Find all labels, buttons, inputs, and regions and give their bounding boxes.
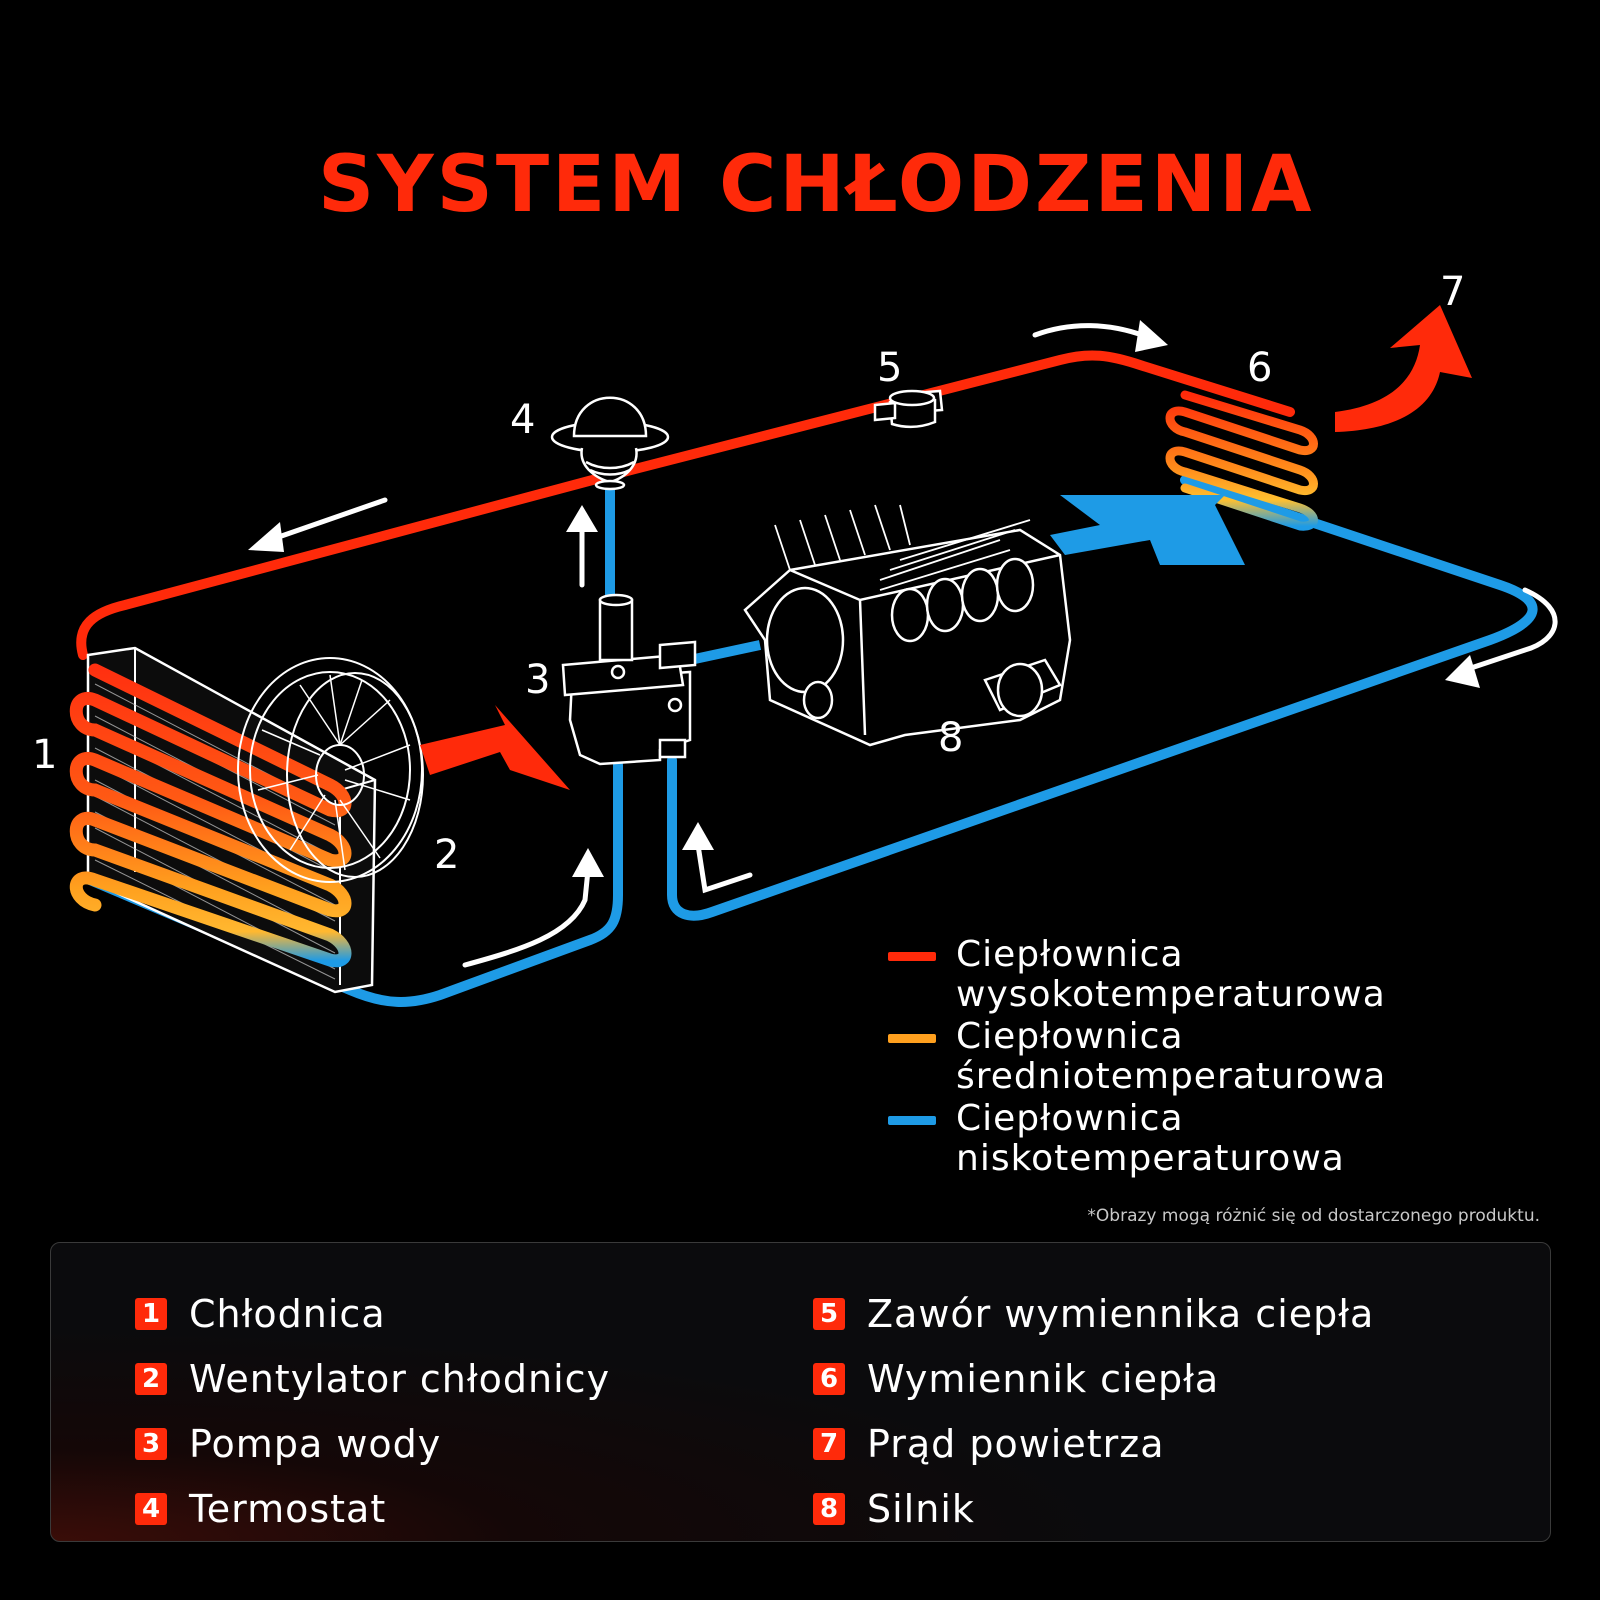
flow-arrowheads (248, 320, 1480, 877)
label-3: 3 (525, 657, 551, 703)
label-8: 8 (938, 715, 964, 761)
legend: Ciepłownica wysokotemperaturowa Ciepłown… (888, 935, 1578, 1181)
hot-pipe (76, 350, 1295, 660)
parts-panel: 1 Chłodnica 2 Wentylator chłodnicy 3 Pom… (50, 1242, 1551, 1542)
part-label: Wentylator chłodnicy (189, 1356, 611, 1401)
part-number-badge: 5 (813, 1297, 845, 1330)
part-item: 6 Wymiennik ciepła (813, 1346, 1374, 1411)
part-label: Termostat (189, 1486, 387, 1531)
legend-label-line2: niskotemperaturowa (956, 1138, 1345, 1179)
radiator (69, 646, 377, 994)
part-label: Zawór wymiennika ciepła (867, 1291, 1375, 1336)
legend-item-medium: Ciepłownica średniotemperaturowa (888, 1017, 1578, 1097)
part-number-badge: 6 (813, 1362, 845, 1395)
part-label: Chłodnica (189, 1291, 386, 1336)
cold-pipe-pump-engine (688, 640, 762, 665)
label-6: 6 (1247, 345, 1273, 391)
part-number-badge: 8 (813, 1492, 845, 1525)
legend-label-line1: Ciepłownica (956, 1016, 1184, 1057)
part-label: Silnik (867, 1486, 975, 1531)
part-label: Wymiennik ciepła (867, 1356, 1220, 1401)
part-number-badge: 4 (135, 1492, 167, 1525)
parts-column-left: 1 Chłodnica 2 Wentylator chłodnicy 3 Pom… (135, 1281, 610, 1541)
part-number-badge: 3 (135, 1427, 167, 1460)
label-5: 5 (877, 345, 903, 391)
legend-label-line1: Ciepłownica (956, 1098, 1184, 1139)
parts-column-right: 5 Zawór wymiennika ciepła 6 Wymiennik ci… (813, 1281, 1374, 1541)
water-pump (561, 593, 697, 766)
legend-label-line2: średniotemperaturowa (956, 1056, 1387, 1097)
hot-air-arrow (1335, 305, 1472, 432)
legend-label-line1: Ciepłownica (956, 934, 1184, 975)
radiator-fan (237, 657, 424, 883)
part-item: 3 Pompa wody (135, 1411, 610, 1476)
heat-exchanger-coil (1165, 390, 1318, 531)
thermostat (550, 396, 670, 491)
label-1: 1 (32, 732, 58, 778)
airflow-arrow (420, 705, 570, 790)
legend-swatch-medium (888, 1034, 936, 1043)
part-number-badge: 1 (135, 1297, 167, 1330)
legend-swatch-high (888, 952, 936, 961)
part-item: 7 Prąd powietrza (813, 1411, 1374, 1476)
legend-item-high: Ciepłownica wysokotemperaturowa (888, 935, 1578, 1015)
flow-direction-arrows (267, 323, 1558, 968)
legend-label-line2: wysokotemperaturowa (956, 974, 1386, 1015)
part-item: 4 Termostat (135, 1476, 610, 1541)
legend-item-low: Ciepłownica niskotemperaturowa (888, 1099, 1578, 1179)
engine (743, 504, 1072, 747)
part-item: 1 Chłodnica (135, 1281, 610, 1346)
disclaimer: *Obrazy mogą różnić się od dostarczonego… (1087, 1206, 1540, 1226)
part-item: 2 Wentylator chłodnicy (135, 1346, 610, 1411)
legend-swatch-low (888, 1116, 936, 1125)
cold-pipe-bottom (85, 760, 623, 1007)
part-label: Pompa wody (189, 1421, 442, 1466)
cold-pipe-return (667, 475, 1538, 921)
radiator-coil (69, 663, 352, 968)
heat-exchanger-valve (873, 389, 944, 428)
part-item: 5 Zawór wymiennika ciepła (813, 1281, 1374, 1346)
label-4: 4 (510, 397, 536, 443)
label-2: 2 (434, 832, 460, 878)
page-title: SYSTEM CHŁODZENIA (318, 140, 1315, 230)
part-number-badge: 2 (135, 1362, 167, 1395)
coolant-flow-arrow (1050, 495, 1245, 565)
label-7: 7 (1440, 269, 1466, 315)
part-item: 8 Silnik (813, 1476, 1374, 1541)
part-label: Prąd powietrza (867, 1421, 1165, 1466)
part-number-badge: 7 (813, 1427, 845, 1460)
